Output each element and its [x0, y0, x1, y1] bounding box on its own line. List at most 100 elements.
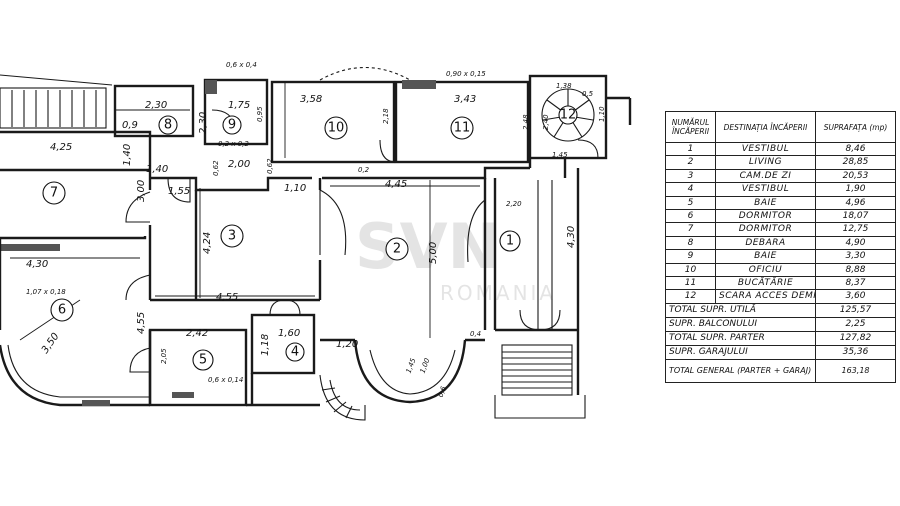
svg-text:9: 9	[228, 118, 236, 133]
dim-label: 1,10	[598, 106, 606, 122]
dim-label: 2,00	[228, 159, 250, 170]
room-purpose-cell: SCARA ACCES DEMISOL	[715, 289, 816, 304]
dim-label: 4,30	[26, 259, 48, 270]
table-header-row: NUMĂRUL ÎNCĂPERII DESTINAȚIA ÎNCĂPERII S…	[665, 111, 896, 143]
dim-label: 2,40	[542, 114, 550, 130]
dim-label: 1,18	[260, 334, 271, 356]
room-marker-6: 6	[50, 298, 74, 322]
dim-label: 2,48	[522, 114, 530, 130]
svg-text:5: 5	[199, 353, 207, 368]
dim-label: 1,00	[419, 357, 432, 375]
dim-label: 0,6	[437, 385, 449, 399]
room-marker-9: 9	[222, 115, 242, 135]
room-marker-8: 8	[158, 115, 178, 135]
dim-label: 1,40	[146, 164, 168, 175]
room-purpose-cell: CAM.DE ZI	[715, 168, 816, 184]
svg-text:12: 12	[560, 108, 577, 123]
room-number-cell: 9	[665, 249, 716, 264]
room-number-cell: 6	[665, 209, 716, 224]
room-number-cell: 7	[665, 222, 716, 237]
total-label: SUPR. GARAJULUI	[665, 344, 816, 360]
watermark-sub: ROMANIA	[440, 281, 556, 305]
general-total-label: TOTAL GENERAL (PARTER + GARAJ)	[665, 358, 816, 383]
dim-label: 2,42	[186, 328, 208, 339]
room-area-cell: 1,90	[815, 182, 896, 197]
dim-label: 0,2	[358, 166, 370, 174]
dim-label: 0,6 x 0,4	[226, 61, 257, 69]
dim-label: 2,20	[506, 200, 522, 208]
room-number-cell: 1	[665, 141, 716, 157]
dim-label: 5,00	[428, 242, 439, 264]
room-purpose-cell: BUCĂTĂRIE	[715, 276, 816, 291]
dim-label: 2,05	[160, 348, 168, 364]
room-number-cell: 5	[665, 195, 716, 211]
room-area-cell: 3,30	[815, 249, 896, 264]
dim-label: 3,00	[136, 180, 147, 202]
general-total-row: TOTAL GENERAL (PARTER + GARAJ)163,18	[665, 358, 896, 383]
room-purpose-cell: VESTIBUL	[715, 182, 816, 197]
dim-label: 1,55	[168, 186, 190, 197]
dim-label: 0,6 x 0,14	[208, 376, 243, 384]
room-area-cell: 4,96	[815, 195, 896, 211]
dim-label: 4,55	[216, 292, 238, 303]
svg-text:2: 2	[393, 242, 401, 257]
room-area-cell: 20,53	[815, 168, 896, 184]
watermark: SVN ROMANIA	[355, 210, 556, 305]
dim-label: 1,40	[122, 144, 133, 166]
room-area-cell: 4,90	[815, 235, 896, 251]
dim-label: 3,43	[454, 94, 476, 105]
room-marker-3: 3	[220, 224, 244, 248]
header-room-number: NUMĂRUL ÎNCĂPERII	[665, 111, 716, 143]
dim-label: 4,24	[202, 232, 213, 254]
total-area: 35,36	[815, 344, 896, 360]
dim-label: 0,2 x 0,2	[218, 140, 249, 148]
general-total-area: 163,18	[815, 358, 896, 383]
dim-label: 0,62	[266, 158, 274, 174]
room-number-cell: 2	[665, 155, 716, 170]
dim-label: 0,95	[256, 106, 264, 122]
header-room-purpose: DESTINAȚIA ÎNCĂPERII	[715, 111, 816, 143]
total-label: TOTAL SUPR. PARTER	[665, 330, 816, 346]
svg-text:3: 3	[228, 229, 236, 244]
room-area-cell: 8,88	[815, 262, 896, 278]
dim-label: 2,30	[198, 112, 209, 134]
room-number-cell: 8	[665, 235, 716, 251]
header-room-area: SUPRAFAȚA (mp)	[815, 111, 896, 143]
total-area: 125,57	[815, 302, 896, 318]
room-marker-11: 11	[450, 116, 474, 140]
room-marker-12: 12	[558, 105, 578, 125]
room-marker-2: 2	[385, 237, 409, 261]
svg-text:1: 1	[506, 234, 514, 249]
room-area-cell: 18,07	[815, 209, 896, 224]
room-number-cell: 3	[665, 168, 716, 184]
room-purpose-cell: BAIE	[715, 249, 816, 264]
total-label: TOTAL SUPR. UTILĂ	[665, 302, 816, 318]
dim-label: 0,5	[582, 90, 594, 98]
room-area-cell: 12,75	[815, 222, 896, 237]
room-area-table: NUMĂRUL ÎNCĂPERII DESTINAȚIA ÎNCĂPERII S…	[665, 111, 896, 383]
dim-label: 1,10	[284, 183, 306, 194]
dim-label: 1,45	[405, 357, 418, 375]
dim-label: 1,75	[228, 100, 250, 111]
room-area-cell: 3,60	[815, 289, 896, 304]
room-area-cell: 28,85	[815, 155, 896, 170]
dim-label: 1,60	[278, 328, 300, 339]
room-number-cell: 11	[665, 276, 716, 291]
total-area: 2,25	[815, 316, 896, 332]
dim-label: 4,55	[136, 312, 147, 334]
dim-label: 1,07 x 0,18	[26, 288, 66, 296]
room-purpose-cell: DORMITOR	[715, 222, 816, 237]
dim-label: 0,90 x 0,15	[446, 70, 486, 78]
floor-plan: SVN ROMANIA	[0, 61, 632, 421]
